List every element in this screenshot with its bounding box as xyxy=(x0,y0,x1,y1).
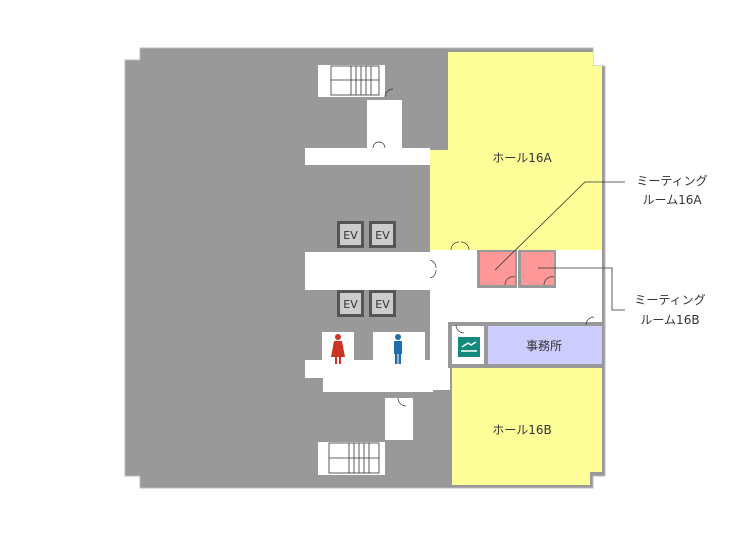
meeting-room-16a[interactable] xyxy=(477,250,517,288)
office[interactable]: 事務所 xyxy=(488,326,602,364)
svg-text:ミーティング: ミーティング xyxy=(634,293,705,307)
svg-text:EV: EV xyxy=(375,229,390,242)
office-label: 事務所 xyxy=(526,339,562,353)
hall-16b[interactable]: ホール16B xyxy=(452,368,602,485)
hall-16a-label: ホール16A xyxy=(492,151,552,165)
callout-meeting-16b: ミーティング ルーム16B xyxy=(538,267,706,327)
mens-restroom[interactable] xyxy=(373,332,425,364)
elevator-2: EV xyxy=(369,221,396,248)
elevator-1: EV xyxy=(337,221,364,248)
smoking-icon xyxy=(458,337,480,357)
svg-text:ルーム16A: ルーム16A xyxy=(642,193,702,207)
svg-text:EV: EV xyxy=(343,229,358,242)
hall-16a[interactable]: ホール16A xyxy=(430,52,602,250)
smoking-room[interactable] xyxy=(452,326,484,364)
svg-text:EV: EV xyxy=(343,298,358,311)
hall-16b-label: ホール16B xyxy=(492,423,552,437)
callout-meeting-16a: ミーティング ルーム16A xyxy=(494,174,708,271)
svg-text:EV: EV xyxy=(375,298,390,311)
elevator-3: EV xyxy=(337,290,364,317)
doors xyxy=(372,88,595,407)
female-icon xyxy=(331,334,345,364)
meeting-room-16b[interactable] xyxy=(518,250,556,288)
elevator-4: EV xyxy=(369,290,396,317)
stairs-north xyxy=(330,65,380,96)
stairs-south xyxy=(328,442,380,474)
svg-text:ミーティング: ミーティング xyxy=(636,174,707,188)
svg-text:ルーム16B: ルーム16B xyxy=(640,313,699,327)
male-icon xyxy=(394,334,402,364)
womens-restroom[interactable] xyxy=(322,332,354,372)
